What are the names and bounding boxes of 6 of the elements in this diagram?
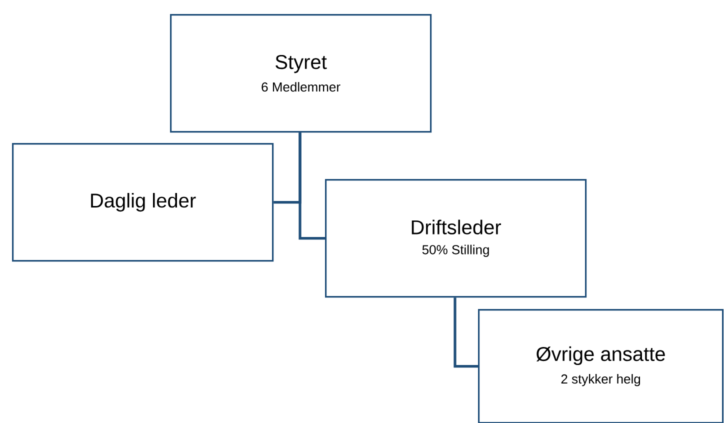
connector-line [454, 298, 478, 368]
org-box: Øvrige ansatte 2 stykker helg [478, 309, 724, 423]
org-box: Daglig leder [12, 143, 274, 262]
org-box: Driftsleder 50% Stilling [325, 179, 587, 298]
connector-line [298, 132, 325, 240]
org-box: Styret 6 Medlemmer [170, 14, 432, 133]
